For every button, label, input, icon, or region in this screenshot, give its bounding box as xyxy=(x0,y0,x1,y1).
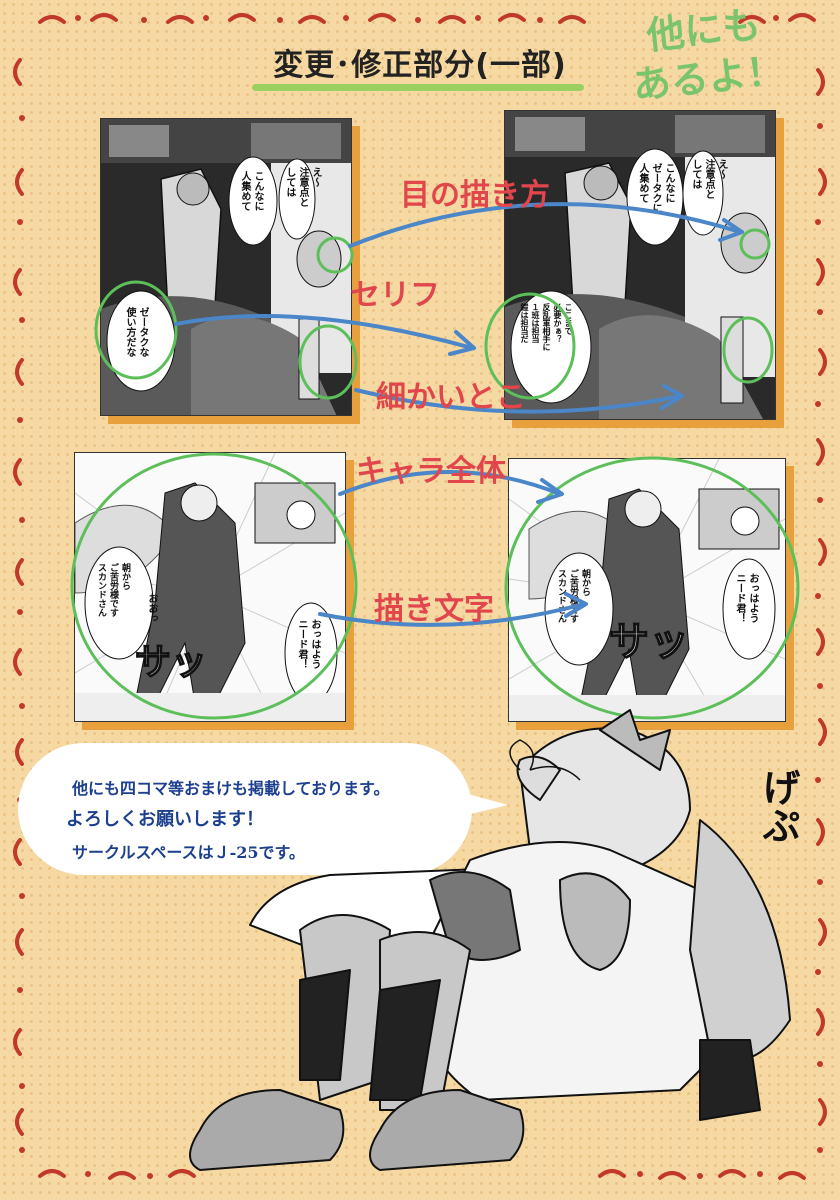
bubble-a-line1: おっはよう xyxy=(747,573,758,623)
bubble-c-line2: 使い方だな xyxy=(124,307,135,357)
bubble-a-line2: ゼータクに xyxy=(650,163,661,213)
panel-bottom-right-art xyxy=(509,459,785,721)
bubble-a: こんなに 人集めて xyxy=(238,171,264,211)
bubble-b-line3: しては xyxy=(690,159,701,189)
bubble-a: こんなに ゼータクに 人集めて xyxy=(636,163,675,213)
annotation-lettering: 描き文字 xyxy=(374,592,494,627)
bubble-a-line1: おっはよう xyxy=(309,619,320,669)
page-title: 変更･修正部分(一部) xyxy=(273,48,567,83)
panel-top-right: こんなに ゼータクに 人集めて え～ 注意点と しては ここまで 必要かぁ？ 反… xyxy=(504,110,776,420)
sfx-gebu: げぷ xyxy=(756,768,800,844)
bubble-a-line2: ニード君！ xyxy=(296,619,307,669)
sfx-sa: サッ xyxy=(134,641,208,684)
bubble-b-line1: え～ xyxy=(310,167,321,187)
bubble-b-line2: 注意点と xyxy=(297,167,308,207)
bubble-a-line1: こんなに xyxy=(663,163,674,203)
bubble-b-line1: 朝から xyxy=(120,563,130,590)
bubble-b-line2: ご苦労様です xyxy=(108,563,118,617)
speech-tail xyxy=(450,789,508,819)
bubble-a: おっはよう ニード君！ xyxy=(295,619,321,669)
panel-bottom-left-art xyxy=(75,453,345,721)
annotation-serif: セリフ xyxy=(350,278,440,313)
panel-top-left-art xyxy=(101,119,351,415)
sfx-sa: サッ xyxy=(608,618,690,666)
bubble-c-line1: ゼータクな xyxy=(137,307,148,357)
bubble-a-line1: こんなに xyxy=(252,171,263,211)
bubble-b: 朝から ご苦労様です スカンドさん xyxy=(95,563,131,617)
panel-bottom-right: おっはよう ニード君！ 朝から ご苦労様です スカンドさん サッ xyxy=(508,458,786,722)
speech-bubble: 他にも四コマ等おまけも掲載しております。 よろしくお願いします！ サークルスペー… xyxy=(20,745,508,873)
bubble-a: おっはよう ニード君！ xyxy=(733,573,759,623)
panel-top-left: こんなに 人集めて え～ 注意点と しては ゼータクな 使い方だな xyxy=(100,118,352,416)
bubble-a-line2: 人集めて xyxy=(239,171,250,211)
bubble-c: ゼータクな 使い方だな xyxy=(123,307,149,357)
bubble-c-line3: 反乱軍相手に xyxy=(542,303,551,351)
bubble-b: え～ 注意点と しては xyxy=(689,159,728,199)
bubble-b-line3: スカンドさん xyxy=(96,563,106,617)
bubble-b-line1: え～ xyxy=(716,159,727,179)
speech-line3: サークルスペースはＪ-25です。 xyxy=(72,843,305,862)
bubble-a-line2: ニード君！ xyxy=(734,573,745,623)
bubble-c-line2: 必要かぁ？ xyxy=(553,303,562,343)
bubble-a-line3: 人集めて xyxy=(637,163,648,203)
bubble-c-line1: おおっ xyxy=(146,593,157,623)
bubble-c: おおっ xyxy=(145,593,158,623)
speech-line1: 他にも四コマ等おまけも掲載しております。 xyxy=(72,779,390,798)
annotation-eye: 目の描き方 xyxy=(400,178,550,213)
annotation-character: キャラ全体 xyxy=(356,454,506,489)
bubble-c-line5: 鎧は担当だ xyxy=(520,303,529,343)
bubble-b: え～ 注意点と しては xyxy=(283,167,322,207)
title-underline xyxy=(252,84,584,91)
bubble-b-line3: スカンドさん xyxy=(556,569,566,623)
panel-bottom-left: おっはよう ニード君！ 朝から ご苦労様です スカンドさん おおっ サッ xyxy=(74,452,346,722)
bubble-b-line3: しては xyxy=(284,167,295,197)
bubble-c-line4: １班は担当 xyxy=(531,303,540,343)
bubble-b-line1: 朝から xyxy=(580,569,590,596)
speech-line2: よろしくお願いします！ xyxy=(66,809,264,830)
bubble-b-line2: 注意点と xyxy=(703,159,714,199)
annotation-detail: 細かいとこ xyxy=(376,380,526,415)
